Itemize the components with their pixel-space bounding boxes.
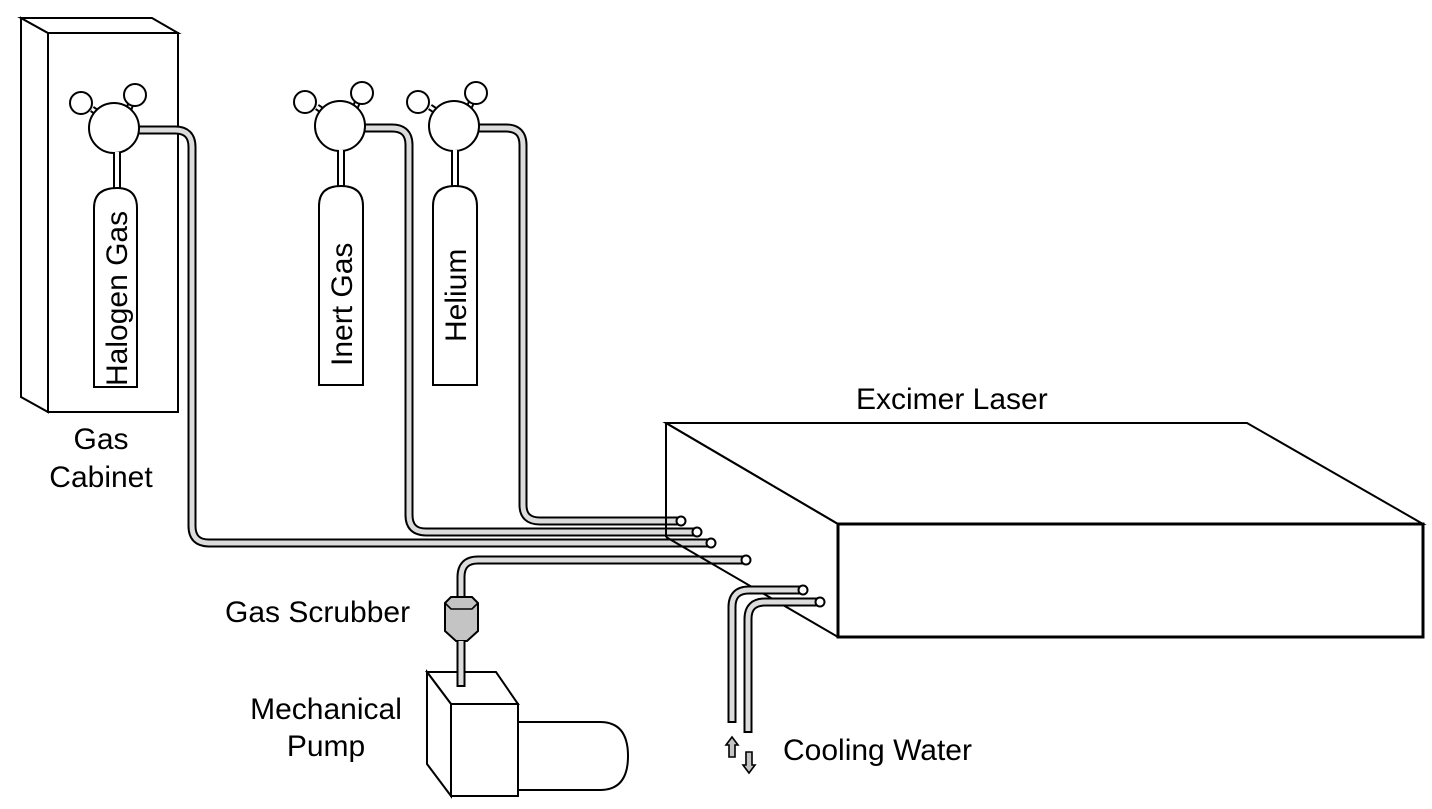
pipe-ends	[675, 515, 752, 566]
excimer-laser-top	[662, 422, 1427, 525]
gas-lines	[139, 123, 746, 688]
halogen-regulator-icon	[69, 83, 147, 192]
excimer-laser-label: Excimer Laser	[856, 383, 1048, 416]
water-out-arrow-icon	[741, 751, 757, 775]
gas-scrubber-label: Gas Scrubber	[225, 596, 410, 629]
excimer-laser-front	[836, 522, 1425, 639]
cooling-water-out-end	[814, 596, 826, 608]
gas-cabinet-side	[20, 16, 49, 414]
helium-line	[479, 123, 681, 526]
helium-regulator-icon	[406, 81, 488, 190]
mechanical-pump-front	[450, 703, 519, 797]
cooling-water-lines	[724, 584, 826, 775]
halogen-gas-label: Halogen Gas	[101, 211, 134, 386]
exhaust-pipe-end	[740, 554, 752, 566]
gas-cabinet-top	[17, 17, 182, 34]
gas-scrubber-icon	[444, 596, 479, 642]
mechanical-pump	[425, 641, 630, 799]
mechanical-pump-label-line1: Mechanical	[250, 693, 402, 726]
halogen-gas-cylinder	[93, 186, 138, 388]
halogen-gas-pipe-end	[705, 537, 717, 549]
excimer-laser	[662, 422, 1427, 639]
inert-gas-label: Inert Gas	[326, 243, 359, 366]
inert-gas-pipe-end	[691, 526, 703, 538]
gas-cabinet-label-line2: Cabinet	[49, 461, 153, 494]
helium-label: Helium	[440, 249, 473, 342]
inert-gas-line	[365, 123, 697, 537]
inert-gas-regulator-icon	[293, 81, 374, 190]
exhaust-line	[456, 555, 746, 688]
helium-pipe-end	[675, 515, 687, 527]
mechanical-pump-motor	[516, 721, 630, 791]
cooling-water-in-end	[797, 584, 809, 596]
gas-cabinet-label-line1: Gas	[73, 423, 128, 456]
halogen-gas-line	[139, 125, 711, 548]
water-in-arrow-icon	[724, 735, 740, 758]
helium-cylinder	[432, 184, 478, 386]
mechanical-pump-label-line2: Pump	[287, 730, 365, 763]
cooling-water-label: Cooling Water	[783, 734, 972, 767]
inert-gas-cylinder	[318, 184, 364, 386]
